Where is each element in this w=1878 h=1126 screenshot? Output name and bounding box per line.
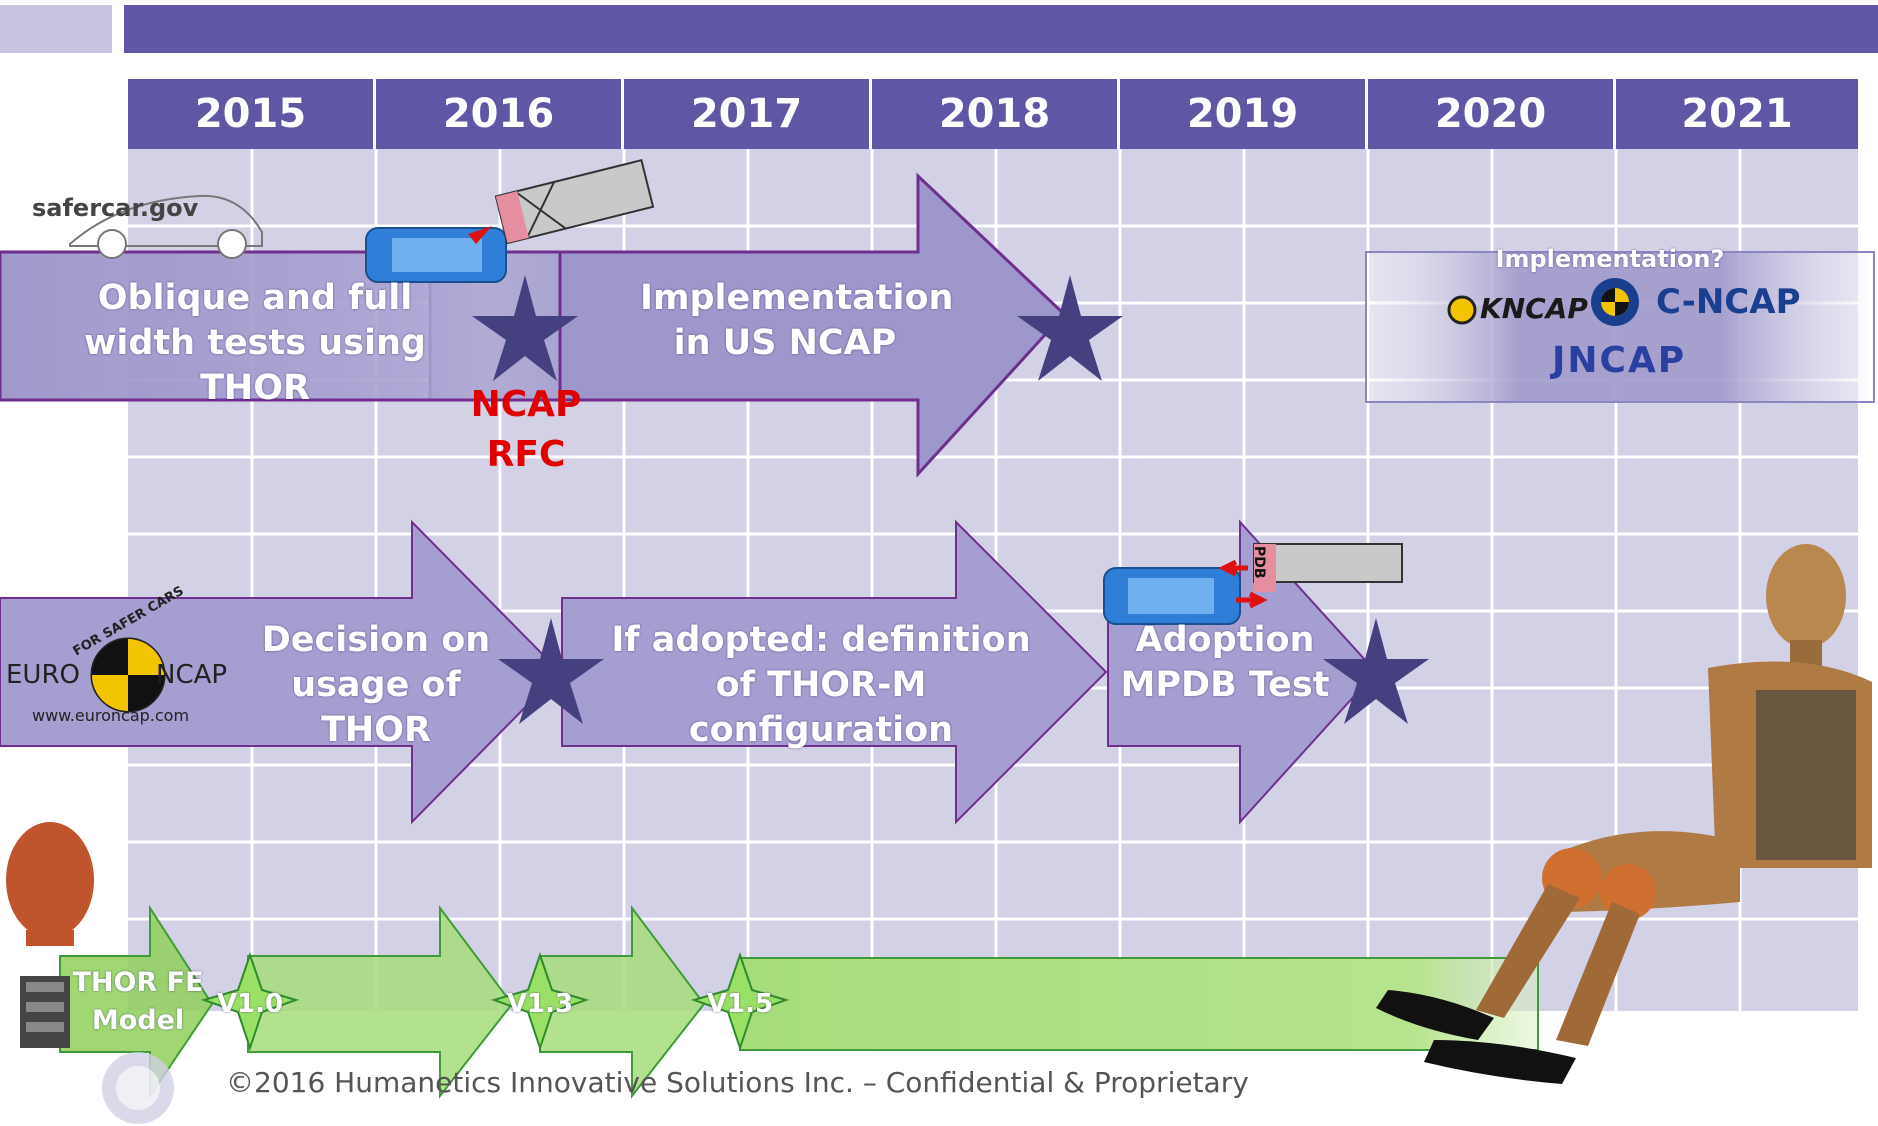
safercar-logo: safercar.gov [32,194,199,222]
asia-implementation-box [1365,251,1875,403]
top-title-bar [124,5,1878,53]
label-euro-adoption: Adoption MPDB Test [1120,620,1330,705]
label-oblique-tests: Oblique and full width tests using THOR [84,278,426,408]
year-2019: 2019 [1120,79,1368,149]
logo-cncap: C-NCAP [1656,282,1801,322]
label-thor-fe-model: THOR FE Model [72,967,204,1036]
kncap-emblem [1447,295,1477,325]
thor-fe-head-graphic [6,822,94,1048]
star-ncap-rfc [472,275,578,381]
safercar-car-outline [69,194,263,247]
fe-arrow-2 [247,905,514,1099]
euro-arrow-definition [561,519,1108,825]
euro-arrow-decision [0,519,562,825]
label-version-v10: V1.0 [216,989,284,1019]
fe-arrow-3 [539,905,706,1099]
year-2018: 2018 [872,79,1120,149]
label-us-implementation: Implementation in US NCAP [640,278,954,363]
label-asia-implementation: Implementation? [1495,245,1725,273]
star-v13 [490,951,590,1052]
label-euro-decision: Decision on usage of THOR [261,620,491,750]
label-ncap-rfc: NCAP RFC [470,384,582,476]
euroncap-emblem [90,637,166,713]
logo-kncap: KNCAP [1480,292,1588,325]
label-version-v13: V1.3 [506,989,574,1019]
star-euro-decision [498,618,604,724]
fe-arrow-1 [59,904,214,1100]
oblique-test-graphic [365,158,655,283]
footer-copyright: ©2016 Humanetics Innovative Solutions In… [226,1066,1249,1099]
top-left-tab [0,5,112,53]
euroncap-logo-url: www.euroncap.com [32,706,190,725]
year-2020: 2020 [1368,79,1616,149]
year-2017: 2017 [624,79,872,149]
label-pdb: PDB [1251,546,1267,579]
star-v10 [200,951,300,1052]
year-2015: 2015 [128,79,376,149]
mpdb-test-graphic [1103,543,1403,625]
thor-dummy-graphic [1376,544,1872,1084]
label-version-v15: V1.5 [706,989,774,1019]
year-2016: 2016 [376,79,624,149]
logo-jncap: JNCAP [1552,340,1687,381]
star-euro-adoption [1323,618,1429,724]
year-2021: 2021 [1616,79,1858,149]
euroncap-logo-left: EURO [6,660,80,690]
star-v15 [690,951,790,1052]
star-us-implementation [1017,275,1123,381]
label-euro-definition: If adopted: definition of THOR-M configu… [611,620,1031,750]
euroncap-logo-right: NCAP [156,660,228,690]
